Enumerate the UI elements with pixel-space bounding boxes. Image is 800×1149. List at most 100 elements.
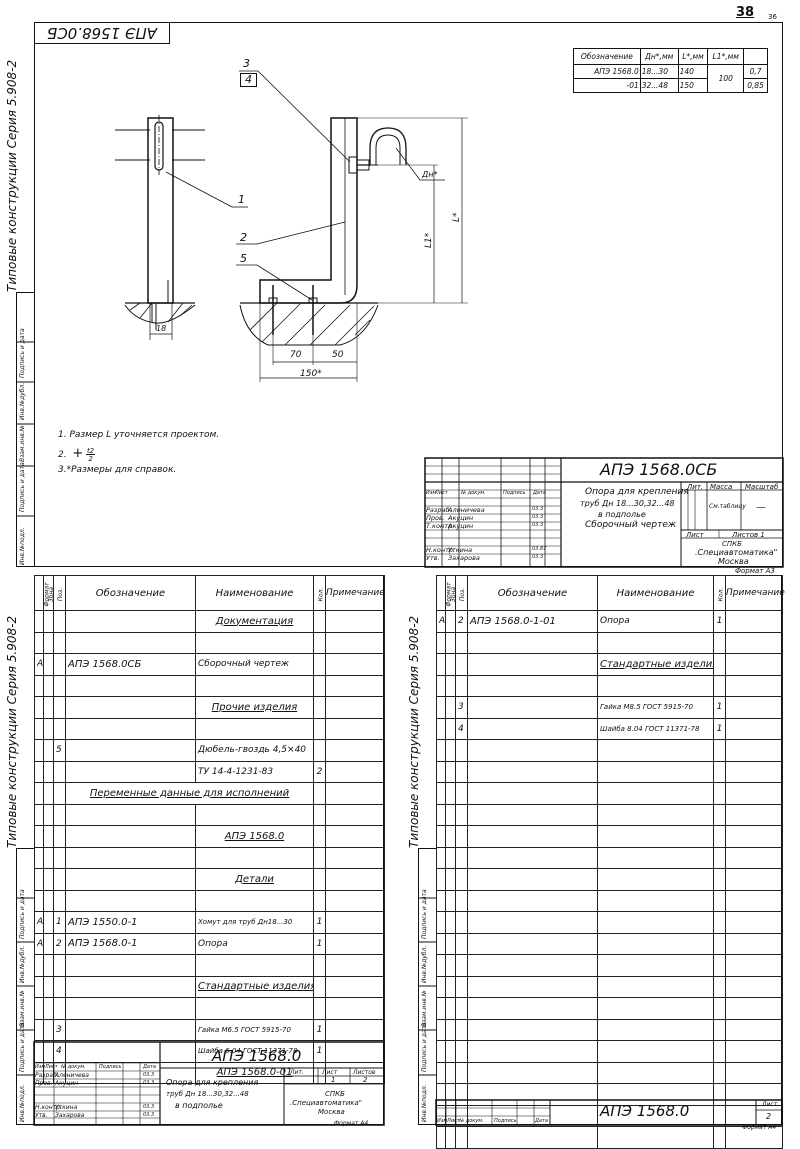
- staff-date: 03.3: [532, 514, 544, 520]
- note-2: 2. + t2 2: [58, 446, 95, 463]
- col-pos: Поз.: [53, 575, 66, 611]
- dim-cell: 0,85: [743, 78, 768, 93]
- dim-cell: 100: [707, 64, 745, 93]
- spec-row: [436, 997, 783, 1020]
- spec-cell: [325, 1018, 385, 1041]
- staff-date: 03.3: [532, 522, 544, 528]
- spec-row: [34, 631, 385, 654]
- top-sheet-frame: [34, 22, 783, 567]
- title-sheet: Лист: [686, 531, 704, 539]
- br-format: Формат А4: [742, 1124, 777, 1131]
- dim-150: 150*: [300, 369, 322, 379]
- title-code: АПЭ 1568.0СБ: [600, 460, 718, 479]
- bl-lit: Лит.: [290, 1069, 304, 1076]
- title-name-3: в подполье: [598, 510, 646, 519]
- col-name: Наименование: [195, 575, 314, 611]
- spec-row: Переменные данные для исполнений: [34, 782, 385, 805]
- r-col-note: Примечание: [725, 575, 785, 611]
- staff-role: Н.контр.: [426, 546, 456, 554]
- bl-name-3: в подполье: [175, 1101, 223, 1110]
- callout-3: 3: [243, 57, 250, 70]
- staff-person: Захарова: [448, 554, 480, 562]
- bl-sheets: Листов: [353, 1069, 376, 1076]
- br-sheet-label: Лист: [762, 1101, 778, 1108]
- br-foot-3: № докум.: [459, 1118, 484, 1124]
- r-col-designation: Обозначение: [467, 575, 598, 611]
- staff-h3: № докум.: [461, 490, 486, 496]
- spec-row: [436, 1018, 783, 1041]
- spec-row: [436, 975, 783, 998]
- bl-staff-role: Разраб.: [35, 1072, 59, 1079]
- bl-staff-h5: Дата: [143, 1064, 156, 1070]
- bl-sheets-val: 2: [363, 1076, 368, 1084]
- bl-staff-h3: № докум.: [61, 1064, 86, 1070]
- staff-date: 03.3: [532, 554, 544, 560]
- bl-staff-row: Утв. Захарова 03.3: [35, 1112, 161, 1119]
- title-scale-val: —: [756, 502, 766, 513]
- staff-role: Пров.: [426, 514, 445, 522]
- staff-h4: Подпись: [503, 490, 526, 496]
- bl-staff-date: 03.3: [143, 1080, 155, 1086]
- dim-cell: 32...48: [639, 78, 679, 93]
- title-scale: Масштаб: [745, 483, 779, 491]
- title-mass-val: См.таблицу: [709, 503, 746, 510]
- title-format: Формат А3: [735, 567, 775, 575]
- callout-2: 2: [240, 231, 247, 244]
- spec-cell: [725, 1040, 783, 1063]
- callout-1: 1: [238, 193, 245, 206]
- staff-date: 03.3: [532, 506, 544, 512]
- bl-code: АПЭ 1568.0: [212, 1047, 302, 1065]
- spec-row: АПЭ 1568.0: [34, 825, 385, 848]
- dimension-table: Обозначение Дн*,мм L*,мм L1*,мм АПЭ 1568…: [573, 48, 768, 93]
- bl-staff-row: Пров. Акуцин 03.3: [35, 1080, 161, 1087]
- bl-org-2: .Специавтоматика": [290, 1099, 363, 1107]
- spec-cell: 3: [53, 1018, 66, 1041]
- spec-row: [436, 1061, 783, 1084]
- title-lit: Лит.: [687, 483, 704, 491]
- title-name-4: Сборочный чертеж: [585, 520, 677, 530]
- staff-header: Изм Лист № докум. Подпись Дата: [425, 490, 561, 498]
- bl-staff-row: Н.контр. Уткина 03.3: [35, 1104, 161, 1111]
- staff-person: Уткина: [448, 546, 473, 554]
- sheet-sub-number: 36: [768, 13, 777, 21]
- title-org-3: Москва: [718, 557, 749, 566]
- bl-staff-date: 03.3: [143, 1112, 155, 1118]
- spec-row: [436, 846, 783, 869]
- br-foot-2: Лист: [447, 1118, 460, 1124]
- spec-row: [436, 868, 783, 891]
- title-name-2: труб Дн 18...30,32...48: [580, 499, 675, 508]
- col-format: Формат: [34, 575, 51, 611]
- note-3: 3.*Размеры для справок.: [58, 465, 177, 475]
- staff-row: Т.контр. Акуцин 03.3: [426, 522, 566, 530]
- bl-staff-person: Захарова: [55, 1112, 85, 1119]
- br-foot-5: Дата: [535, 1118, 548, 1124]
- dim-18: 18: [156, 324, 167, 333]
- staff-row: Утв. Захарова 03.3: [426, 554, 566, 562]
- staff-h2: Лист: [435, 490, 448, 496]
- br-code: АПЭ 1568.0: [600, 1102, 690, 1120]
- staff-h1: Изм: [426, 490, 437, 496]
- r-col-pos: Поз.: [455, 575, 468, 611]
- col-note: Примечание: [325, 575, 385, 611]
- title-org-1: СПКБ: [722, 540, 742, 548]
- spec-row: [436, 932, 783, 955]
- spec-row: Прочие изделия: [34, 696, 385, 719]
- top-side-box: [16, 292, 34, 567]
- staff-date: 03.87: [532, 546, 547, 552]
- spec-row: [34, 846, 385, 869]
- spec-row: [34, 889, 385, 912]
- spec-cell: [725, 1061, 783, 1084]
- title-org-2: .Специавтоматика": [695, 548, 778, 557]
- sheet-number: 38: [736, 5, 755, 20]
- bl-staff-h1: Изм: [35, 1064, 46, 1070]
- spec-row: [34, 803, 385, 826]
- bl-staff-row: Разраб. Аленичева 03.3: [35, 1072, 161, 1079]
- bl-sheet: Лист: [322, 1069, 338, 1076]
